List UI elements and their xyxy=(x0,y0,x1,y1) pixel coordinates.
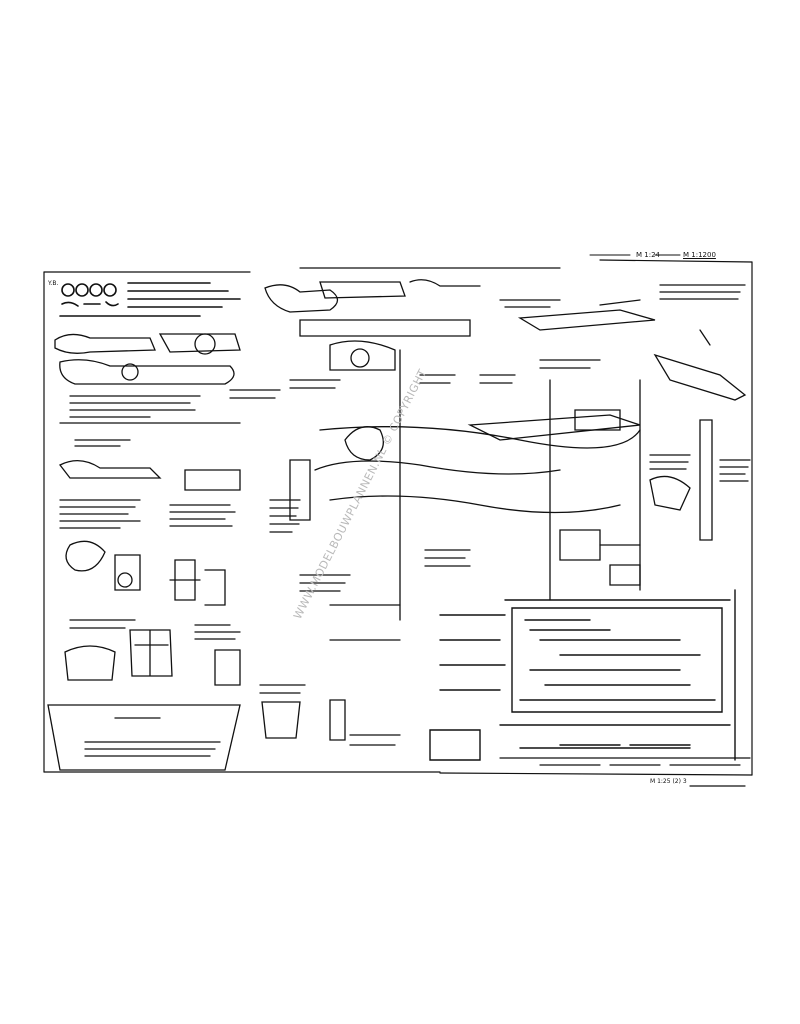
left-parts-group xyxy=(47,333,281,771)
scale-code-left: M 1:24 xyxy=(636,251,660,259)
detail-panel xyxy=(429,589,736,761)
title-lettering xyxy=(59,282,241,317)
scale-code-right: M 1:1200 xyxy=(683,251,716,259)
sheet-frame xyxy=(43,259,753,776)
title-block xyxy=(499,757,751,787)
watermark-text: WWW.MODELBOUWPLANNEN.NL © COPYRIGHT xyxy=(291,367,429,621)
copyright-watermark: WWW.MODELBOUWPLANNEN.NL © COPYRIGHT xyxy=(291,367,429,621)
footer-scale-code: M 1:25 (2) 3 xyxy=(650,778,687,785)
center-assembly xyxy=(259,279,641,746)
right-parts-group xyxy=(424,284,751,586)
title-stamp: Y.B. xyxy=(48,280,59,287)
